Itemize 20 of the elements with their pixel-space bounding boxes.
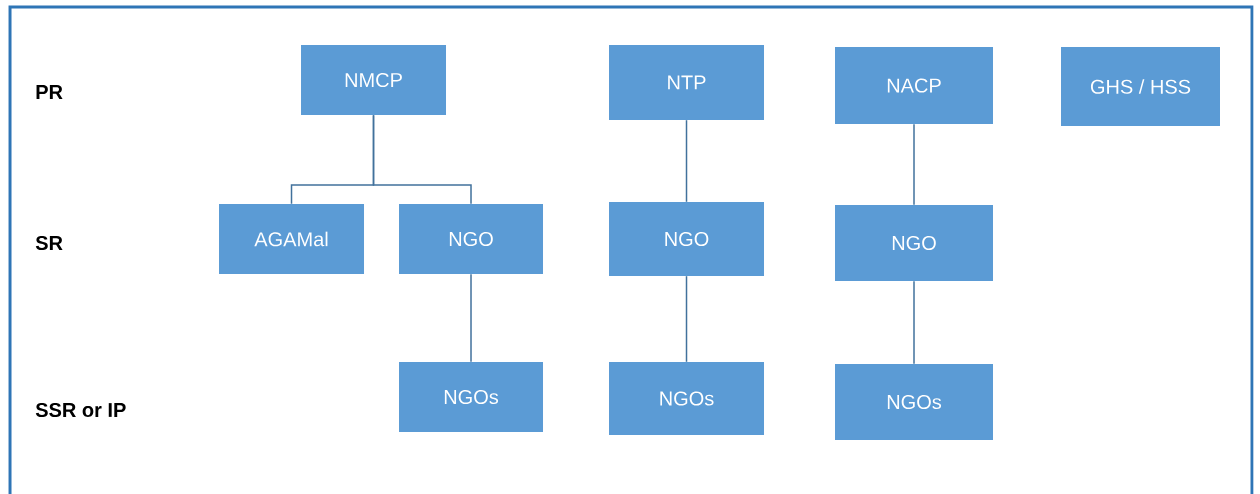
process-box: GHS / HSS — [1061, 47, 1220, 126]
connector-line — [913, 123, 915, 206]
process-box: NACP — [835, 47, 993, 124]
row-label: SSR or IP — [35, 402, 126, 418]
connector-line — [913, 280, 915, 365]
row-label: SR — [35, 235, 63, 251]
process-box: NMCP — [301, 45, 446, 115]
process-box: NTP — [609, 45, 764, 120]
connector-line — [470, 273, 472, 363]
process-box: NGO — [835, 205, 993, 281]
connector-line — [372, 114, 472, 205]
row-label: PR — [36, 85, 63, 99]
process-box: NGOs — [835, 364, 993, 440]
process-box: NGO — [609, 202, 764, 276]
process-box: NGO — [399, 204, 543, 274]
connector-line — [685, 275, 688, 363]
connector-line — [685, 119, 688, 203]
process-box: AGAMal — [219, 204, 364, 274]
process-box: NGOs — [399, 362, 543, 432]
process-box: NGOs — [609, 362, 764, 435]
